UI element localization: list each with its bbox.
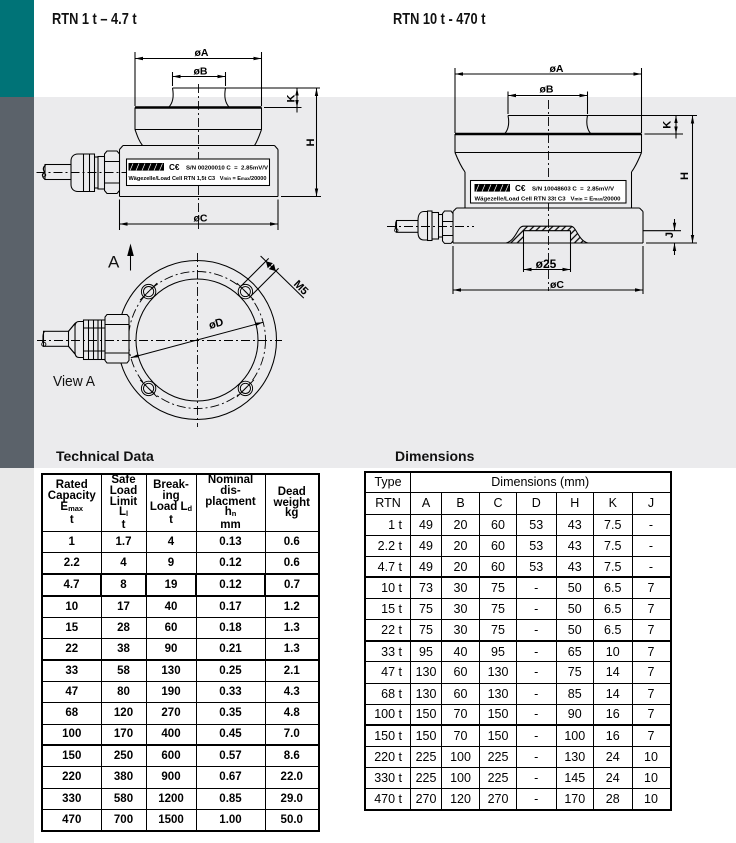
svg-text:øC: øC: [550, 279, 564, 291]
svg-text:Wägezelle/Load Cell RTN 1,5t C: Wägezelle/Load Cell RTN 1,5t C3 Vmin = E…: [129, 176, 267, 182]
svg-text:øB: øB: [540, 84, 554, 96]
svg-text:S/N 10048603 C = 2.85mV/V: S/N 10048603 C = 2.85mV/V: [532, 187, 614, 193]
svg-text:øD: øD: [208, 316, 225, 331]
svg-text:øA: øA: [195, 47, 209, 59]
svg-text:ø25: ø25: [536, 257, 557, 271]
svg-text:C€: C€: [515, 184, 526, 193]
svg-text:øB: øB: [194, 66, 208, 78]
svg-text:Wägezelle/Load Cell RTN 33t C3: Wägezelle/Load Cell RTN 33t C3 Vmin = Em…: [475, 197, 621, 203]
svg-text:C€: C€: [169, 163, 180, 172]
svg-text:M5: M5: [291, 278, 310, 297]
svg-text:K: K: [286, 94, 298, 102]
svg-text:øA: øA: [550, 63, 564, 75]
svg-text:J: J: [664, 232, 676, 238]
svg-text:øC: øC: [194, 213, 208, 225]
svg-text:K: K: [662, 121, 674, 129]
svg-text:View A: View A: [53, 373, 95, 390]
svg-text:H: H: [679, 172, 691, 180]
svg-text:H: H: [305, 138, 317, 146]
svg-text:S/N 00200010 C = 2.85mV/V: S/N 00200010 C = 2.85mV/V: [186, 166, 268, 172]
svg-text:A: A: [108, 253, 120, 272]
